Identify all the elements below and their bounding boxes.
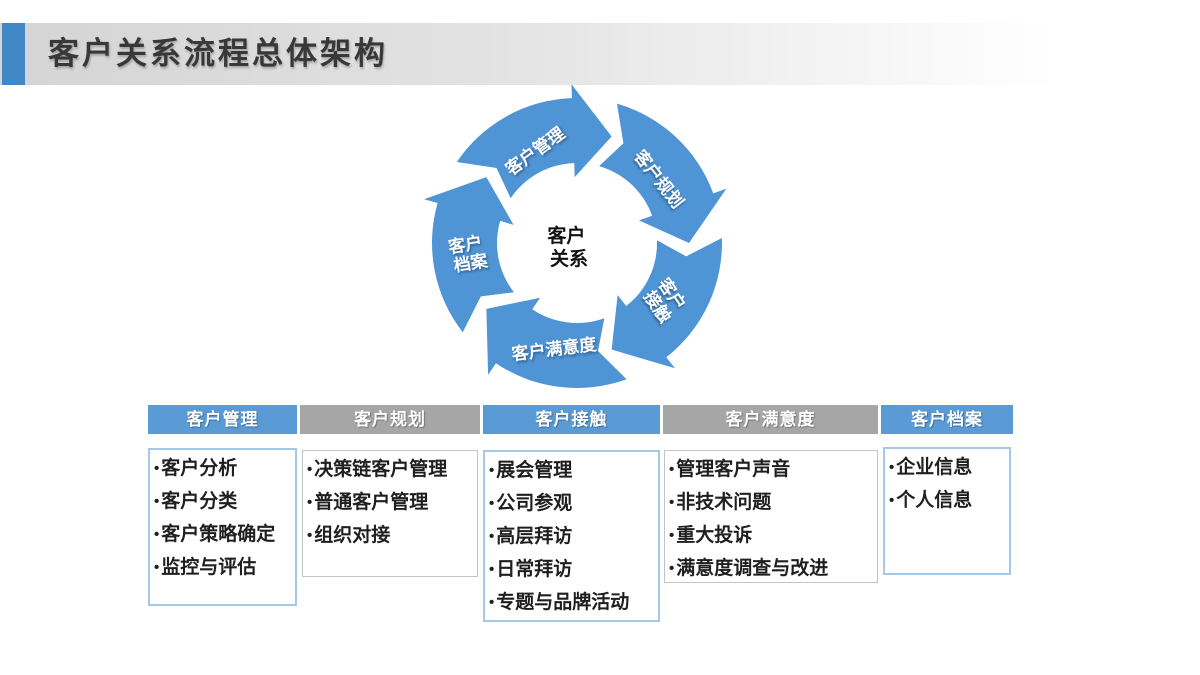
column-header-customer-contact: 客户接触 bbox=[483, 405, 660, 434]
column-header-customer-archive: 客户档案 bbox=[881, 405, 1013, 434]
bullet-icon: • bbox=[889, 459, 895, 476]
bullet-icon: • bbox=[669, 527, 675, 544]
list-item: •组织对接 bbox=[307, 525, 475, 547]
item-label: 高层拜访 bbox=[496, 526, 573, 547]
item-label: 客户分析 bbox=[161, 458, 238, 479]
bullet-icon: • bbox=[154, 559, 160, 576]
bullet-icon: • bbox=[154, 493, 160, 510]
item-label: 非技术问题 bbox=[676, 492, 772, 513]
bullet-icon: • bbox=[669, 494, 675, 511]
bullet-icon: • bbox=[307, 527, 313, 544]
bullet-icon: • bbox=[489, 495, 495, 512]
list-item: •管理客户声音 bbox=[669, 459, 875, 481]
list-item: •重大投诉 bbox=[669, 525, 875, 547]
item-label: 个人信息 bbox=[896, 490, 973, 511]
bullet-icon: • bbox=[489, 462, 495, 479]
list-item: •客户分类 bbox=[154, 491, 293, 513]
item-label: 公司参观 bbox=[496, 493, 573, 514]
column-box-customer-satisfaction: •管理客户声音•非技术问题•重大投诉•满意度调查与改进 bbox=[664, 450, 878, 583]
list-item: •决策链客户管理 bbox=[307, 459, 475, 481]
item-label: 普通客户管理 bbox=[314, 492, 429, 513]
item-label: 日常拜访 bbox=[496, 559, 573, 580]
bullet-icon: • bbox=[307, 461, 313, 478]
bullet-icon: • bbox=[307, 494, 313, 511]
item-label: 管理客户声音 bbox=[676, 459, 791, 480]
list-item: •客户分析 bbox=[154, 458, 293, 480]
list-item: •满意度调查与改进 bbox=[669, 558, 875, 580]
column-header-customer-management: 客户管理 bbox=[148, 405, 297, 434]
column-item-list: •客户分析•客户分类•客户策略确定•监控与评估 bbox=[150, 450, 295, 579]
item-label: 客户策略确定 bbox=[161, 524, 276, 545]
column-box-customer-management: •客户分析•客户分类•客户策略确定•监控与评估 bbox=[148, 448, 297, 606]
cycle-center-label: 客户 关系 bbox=[547, 224, 590, 270]
column-box-customer-archive: •企业信息•个人信息 bbox=[883, 447, 1011, 575]
list-item: •高层拜访 bbox=[489, 526, 656, 548]
cycle-diagram: 客户管理 客户规划 客户 接触 客户满意度 客户 档案 客户 关系 bbox=[417, 83, 737, 403]
list-item: •个人信息 bbox=[889, 490, 1007, 512]
bullet-icon: • bbox=[669, 461, 675, 478]
item-label: 重大投诉 bbox=[676, 525, 753, 546]
list-item: •企业信息 bbox=[889, 457, 1007, 479]
bullet-icon: • bbox=[489, 594, 495, 611]
bullet-icon: • bbox=[489, 528, 495, 545]
list-item: •日常拜访 bbox=[489, 559, 656, 581]
column-item-list: •决策链客户管理•普通客户管理•组织对接 bbox=[303, 451, 477, 547]
column-box-customer-contact: •展会管理•公司参观•高层拜访•日常拜访•专题与品牌活动 bbox=[483, 450, 660, 622]
item-label: 满意度调查与改进 bbox=[676, 558, 829, 579]
column-item-list: •管理客户声音•非技术问题•重大投诉•满意度调查与改进 bbox=[665, 451, 877, 580]
item-label: 展会管理 bbox=[496, 460, 573, 481]
column-header-customer-satisfaction: 客户满意度 bbox=[663, 405, 878, 434]
list-item: •专题与品牌活动 bbox=[489, 592, 656, 614]
list-item: •非技术问题 bbox=[669, 492, 875, 514]
list-item: •客户策略确定 bbox=[154, 524, 293, 546]
title-accent-bar bbox=[2, 23, 25, 85]
slide-title: 客户关系流程总体架构 bbox=[48, 36, 388, 71]
bullet-icon: • bbox=[669, 560, 675, 577]
item-label: 客户分类 bbox=[161, 491, 238, 512]
column-box-customer-planning: •决策链客户管理•普通客户管理•组织对接 bbox=[302, 450, 478, 577]
item-label: 组织对接 bbox=[314, 525, 391, 546]
list-item: •监控与评估 bbox=[154, 557, 293, 579]
list-item: •公司参观 bbox=[489, 493, 656, 515]
bullet-icon: • bbox=[889, 492, 895, 509]
bullet-icon: • bbox=[489, 561, 495, 578]
bullet-icon: • bbox=[154, 526, 160, 543]
item-label: 企业信息 bbox=[896, 457, 973, 478]
title-bar bbox=[0, 23, 1200, 85]
bullet-icon: • bbox=[154, 460, 160, 477]
item-label: 决策链客户管理 bbox=[314, 459, 448, 480]
list-item: •展会管理 bbox=[489, 460, 656, 482]
item-label: 专题与品牌活动 bbox=[496, 592, 630, 613]
column-item-list: •企业信息•个人信息 bbox=[885, 449, 1009, 512]
column-header-customer-planning: 客户规划 bbox=[300, 405, 480, 434]
item-label: 监控与评估 bbox=[161, 557, 257, 578]
list-item: •普通客户管理 bbox=[307, 492, 475, 514]
column-item-list: •展会管理•公司参观•高层拜访•日常拜访•专题与品牌活动 bbox=[485, 452, 658, 614]
